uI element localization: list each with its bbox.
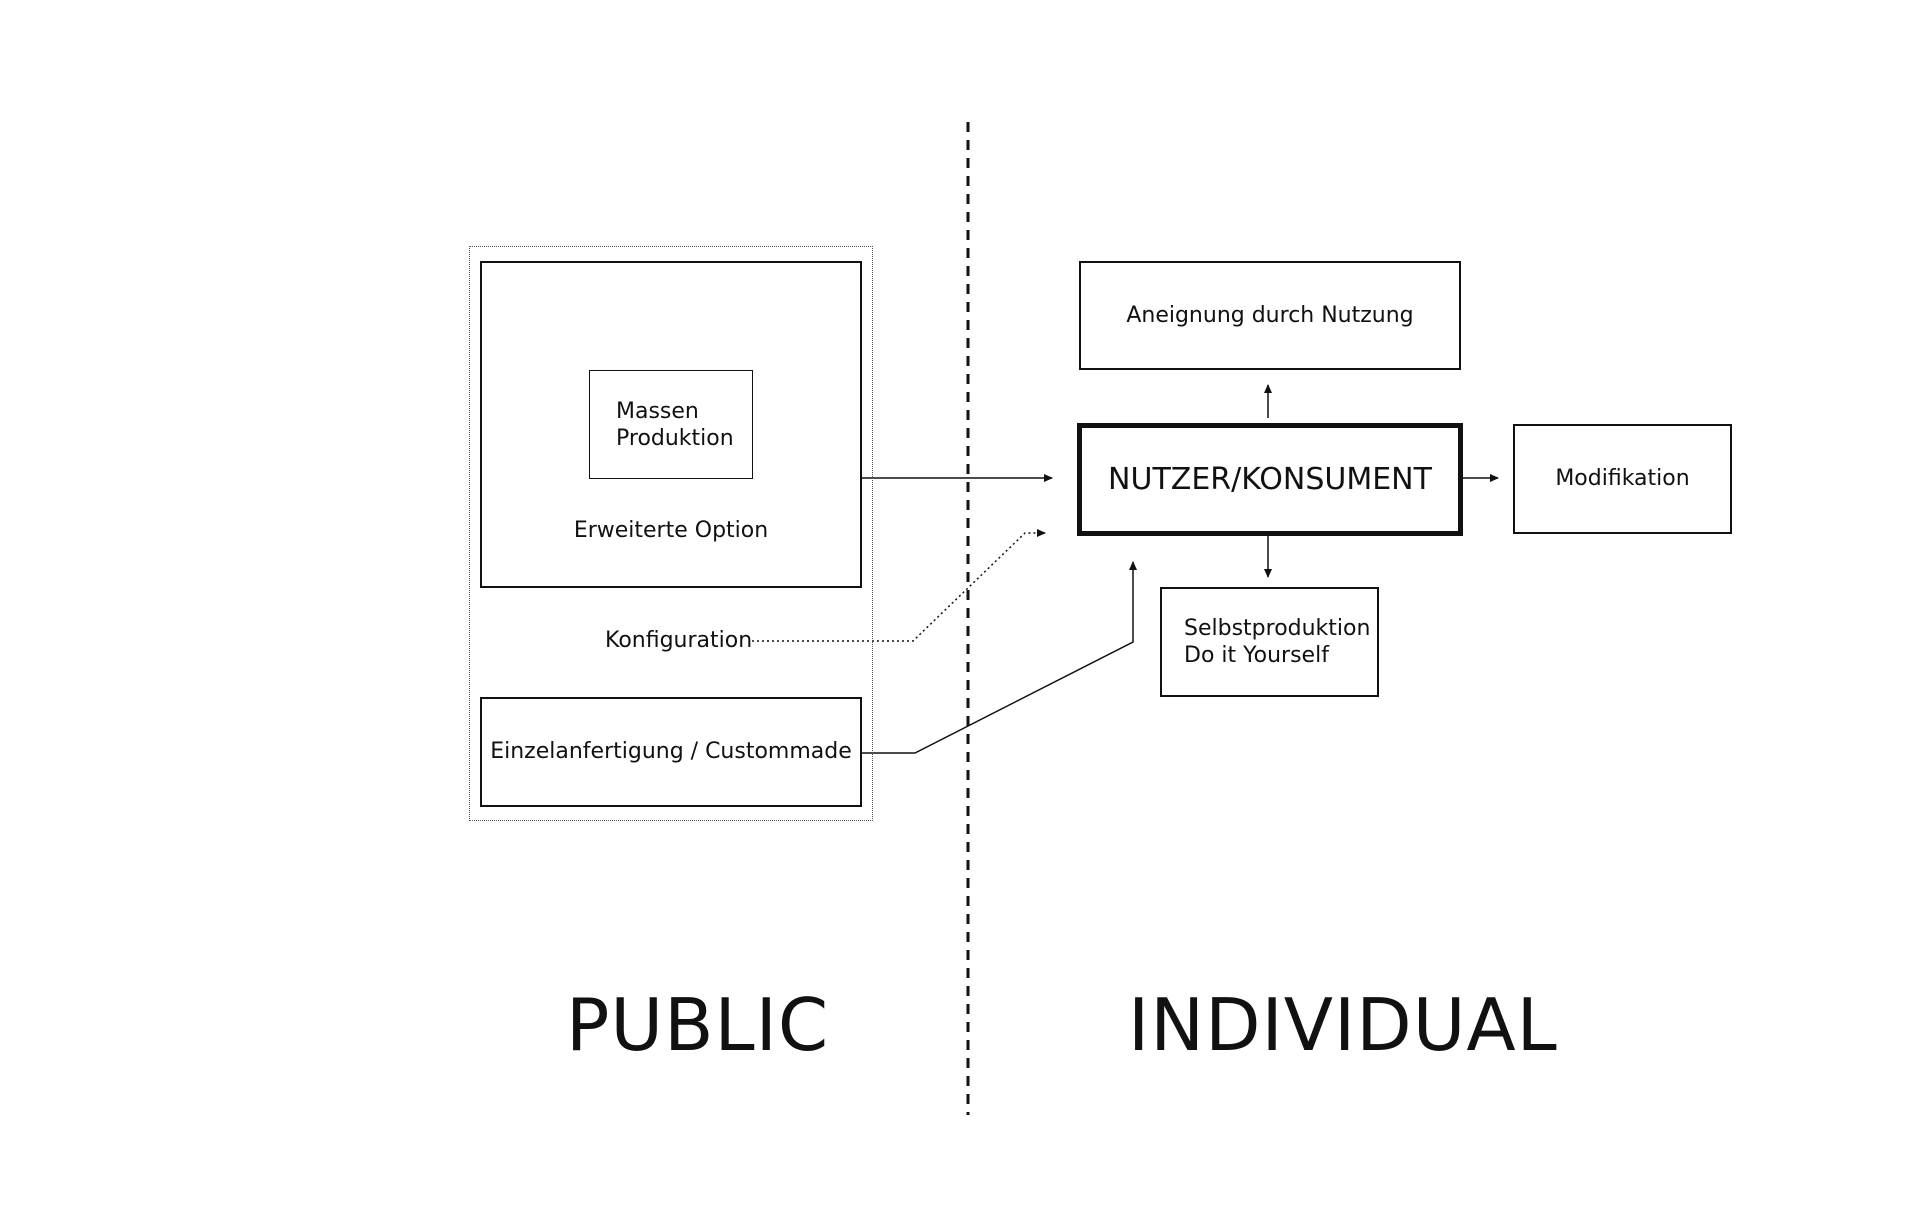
erweiterte-option-box	[480, 261, 862, 588]
modifikation-label: Modifikation	[1555, 466, 1690, 491]
nutzer-konsument-label: NUTZER/KONSUMENT	[1108, 461, 1432, 497]
einzelanfertigung-label: Einzelanfertigung / Custommade	[490, 739, 852, 764]
selbstproduktion-label-line1: Selbstproduktion	[1184, 616, 1371, 641]
konfiguration-label: Konfiguration	[605, 628, 753, 653]
erweiterte-option-label: Erweiterte Option	[573, 518, 769, 543]
public-options-group	[469, 246, 873, 821]
arrow-einzel-to-nutzer	[862, 561, 1137, 754]
modifikation-box: Modifikation	[1513, 424, 1732, 534]
aneignung-label: Aneignung durch Nutzung	[1126, 302, 1414, 328]
massen-label-line1: Massen	[616, 399, 699, 424]
arrow-konfiguration-to-nutzer	[752, 529, 1046, 642]
aneignung-box: Aneignung durch Nutzung	[1079, 261, 1461, 370]
einzelanfertigung-box: Einzelanfertigung / Custommade	[480, 697, 862, 807]
selbstproduktion-label-line2: Do it Yourself	[1184, 643, 1329, 668]
massen-label-line2: Produktion	[616, 426, 734, 451]
public-heading: PUBLIC	[566, 983, 830, 1067]
selbstproduktion-box: Selbstproduktion Do it Yourself	[1160, 587, 1379, 697]
nutzer-konsument-box: NUTZER/KONSUMENT	[1077, 423, 1463, 536]
massen-produktion-box: Massen Produktion	[589, 370, 753, 479]
individual-heading: INDIVIDUAL	[1128, 983, 1558, 1067]
